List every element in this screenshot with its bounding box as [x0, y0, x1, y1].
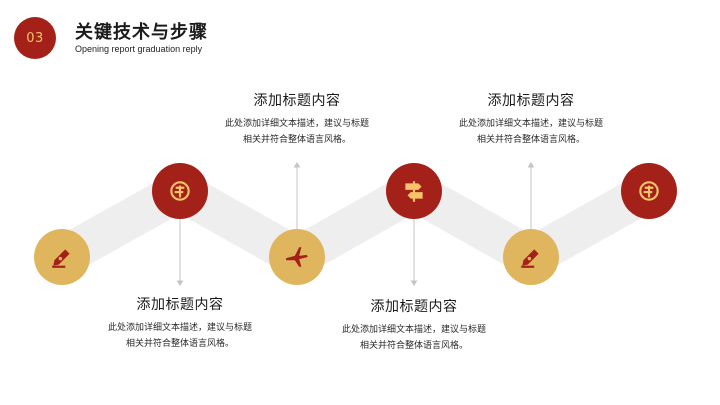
arrowhead-up-4 [527, 162, 535, 168]
zigzag-band [52, 168, 659, 280]
step-text-2: 添加标题内容 此处添加详细文本描述，建议与标题相关并符合整体语言风格。 [222, 90, 372, 148]
step-description: 此处添加详细文本描述，建议与标题相关并符合整体语言风格。 [224, 119, 369, 145]
direction-sign-icon [405, 181, 423, 202]
step-title: 添加标题内容 [370, 299, 458, 315]
step-node-1 [34, 229, 90, 285]
step-node-4 [386, 163, 442, 219]
step-node-3 [269, 229, 325, 285]
section-number-badge: 03 [14, 17, 56, 59]
step-title: 添加标题内容 [487, 93, 575, 109]
page-title: 关键技术与步骤 [75, 22, 208, 43]
step-node-2 [152, 163, 208, 219]
step-description: 此处添加详细文本描述，建议与标题相关并符合整体语言风格。 [341, 325, 486, 351]
step-node-6 [621, 163, 677, 219]
arrowhead-down-3 [410, 280, 418, 286]
arrowhead-down-1 [176, 280, 184, 286]
step-text-4: 添加标题内容 此处添加详细文本描述，建议与标题相关并符合整体语言风格。 [456, 90, 606, 148]
page-subtitle: Opening report graduation reply [75, 44, 203, 54]
pen-nib-icon [52, 249, 70, 268]
step-text-3: 添加标题内容 此处添加详细文本描述，建议与标题相关并符合整体语言风格。 [339, 296, 489, 354]
step-description: 此处添加详细文本描述，建议与标题相关并符合整体语言风格。 [107, 323, 252, 349]
step-text-1: 添加标题内容 此处添加详细文本描述，建议与标题相关并符合整体语言风格。 [105, 294, 255, 352]
step-title: 添加标题内容 [136, 297, 224, 313]
step-title: 添加标题内容 [253, 93, 341, 109]
step-node-5 [503, 229, 559, 285]
signpost-sign-icon [639, 181, 659, 201]
airplane-icon [286, 247, 308, 267]
signpost-sign-icon [170, 181, 190, 201]
pen-nib-icon [521, 249, 539, 268]
arrowhead-up-2 [293, 162, 301, 168]
step-description: 此处添加详细文本描述，建议与标题相关并符合整体语言风格。 [458, 119, 603, 145]
